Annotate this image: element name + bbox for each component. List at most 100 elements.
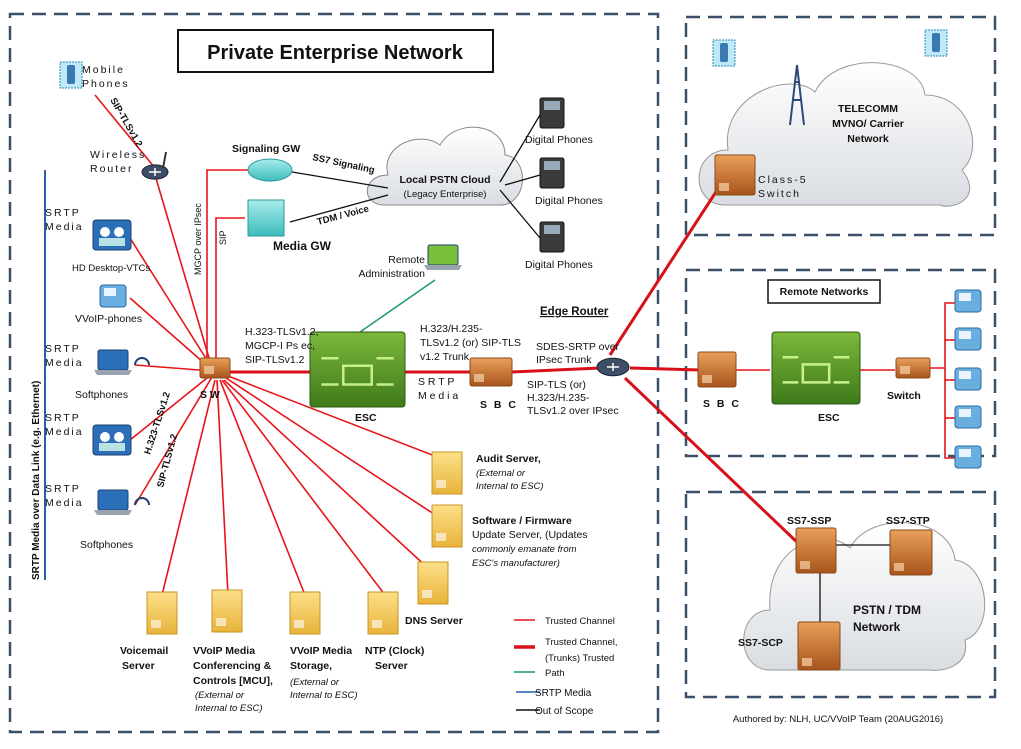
remote-admin-label: Administration [358, 268, 425, 280]
mcu-server-icon [211, 589, 243, 633]
hd-vtc-icon [92, 219, 132, 251]
device-icons [59, 29, 982, 671]
sip-soft-label: SIP-TLSv1.2 [155, 433, 180, 489]
firmware-server-label: Software / Firmware [472, 515, 572, 527]
svg-text:Internal to ESC): Internal to ESC) [195, 703, 263, 714]
svg-text:SRTP: SRTP [45, 412, 81, 424]
remote-admin-label: Remote [388, 254, 425, 266]
remote-switch-label: Switch [887, 390, 921, 402]
pstn-tdm-label: PSTN / TDM [853, 603, 921, 617]
svg-text:(External or: (External or [195, 690, 245, 701]
links [44, 94, 955, 622]
audit-server-note: Internal to ESC) [476, 481, 544, 492]
softphones-label: Softphones [75, 389, 128, 401]
telecomm-label: TELECOMM [838, 103, 898, 115]
esc-label: ESC [355, 412, 377, 424]
svg-text:Media: Media [45, 426, 84, 438]
link-mobile-router [94, 94, 156, 169]
vtc-icon [92, 424, 132, 456]
voicemail-server-icon [146, 591, 178, 635]
legend-item: Out of Scope [535, 706, 594, 717]
media-gw-label: Media GW [273, 239, 332, 253]
svg-text:TLSv1.2 over IPsec: TLSv1.2 over IPsec [527, 405, 619, 417]
ss7-scp-label: SS7-SCP [738, 637, 783, 649]
local-pstn-cloud [366, 126, 523, 206]
svg-text:H.323/H.235-: H.323/H.235- [527, 392, 590, 404]
page-title: Private Enterprise Network [207, 42, 464, 64]
svg-text:SDES-SRTP over: SDES-SRTP over [536, 341, 620, 353]
svg-text:H.323/H.235-: H.323/H.235- [420, 323, 483, 335]
local-pstn-sublabel: (Legacy Enterprise) [404, 189, 487, 200]
class5-label: Switch [758, 188, 801, 200]
ss7-scp-icon [797, 621, 841, 671]
remote-networks-box [767, 279, 881, 304]
svg-text:Media: Media [45, 357, 84, 369]
ntp-server-icon [367, 591, 399, 635]
voicemail-label: Voicemail [120, 645, 168, 657]
remote-admin-laptop-icon [424, 244, 462, 270]
digital-phones-label: Digital Phones [525, 259, 593, 271]
sip-tls-mobile-label: SIP-TLSv1.2 [107, 96, 144, 149]
remote-ip-phone-icon [954, 367, 982, 391]
ntp-label: Server [375, 660, 408, 672]
ntp-label: NTP (Clock) [365, 645, 424, 657]
voicemail-label: Server [122, 660, 155, 672]
ss7-signaling-label: SS7 Signaling [311, 152, 375, 176]
softphone-laptop-icon [94, 489, 132, 515]
digital-phones-label: Digital Phones [535, 195, 603, 207]
class5-switch-icon [714, 154, 756, 196]
storage-server-icon [289, 591, 321, 635]
telecomm-label: Network [847, 133, 889, 145]
svg-text:Conferencing &: Conferencing & [193, 660, 272, 672]
switch-icon [199, 357, 231, 379]
remote-esc-icon [771, 331, 861, 405]
legend-item: Trusted Channel [545, 616, 615, 627]
ss7-stp-icon [889, 529, 933, 576]
title-box [177, 29, 494, 73]
ss7-ssp-icon [795, 527, 837, 574]
local-pstn-label: Local PSTN Cloud [399, 174, 490, 186]
media-gw-icon [247, 199, 285, 237]
vvoip-phones-label: VVoIP-phones [75, 313, 142, 325]
wireless-router-label: Router [90, 163, 134, 175]
svg-text:SRTP: SRTP [45, 483, 81, 495]
mobile-phone-icon [712, 39, 736, 67]
svg-text:Controls [MCU],: Controls [MCU], [193, 675, 273, 687]
sbc-label: S B C [480, 399, 518, 411]
legend-item: Path [545, 668, 565, 679]
remote-ip-phone-icon [954, 289, 982, 313]
digital-phones-label: Digital Phones [525, 134, 593, 146]
digital-phone-icon [539, 221, 565, 253]
legend-item-wrap: (Trunks) Trusted [545, 653, 614, 664]
svg-text:SRTP: SRTP [45, 343, 81, 355]
esc-icon [309, 331, 406, 408]
softphones-label: Softphones [80, 539, 133, 551]
legend: Trusted Channel Trusted Channel, (Trunks… [514, 616, 618, 717]
remote-ip-phone-icon [954, 405, 982, 429]
firmware-server-icon [431, 504, 463, 548]
audit-server-label: Audit Server, [476, 453, 541, 465]
softphone-laptop-icon [94, 349, 132, 375]
svg-text:S R T P: S R T P [418, 376, 454, 388]
edge-router-label: Edge Router [540, 306, 609, 318]
audit-server-note: (External or [476, 468, 526, 479]
svg-text:SIP-TLSv1.2: SIP-TLSv1.2 [245, 354, 305, 366]
dns-server-icon [417, 561, 449, 605]
esc-sbc-label: H.323/H.235-TLSv1.2 (or) SIP-TLSv1.2 Tru… [418, 323, 521, 402]
mobile-phones-label: Mobile [82, 64, 125, 76]
link-router-sw [154, 174, 213, 369]
sw-esc-label: H.323-TLSv1.2,MGCP-I Ps ec,SIP-TLSv1.2 [245, 326, 319, 366]
carrier-boundary [684, 15, 997, 237]
mobile-phone-icon [59, 61, 83, 89]
remote-networks-boundary [684, 268, 997, 458]
vvoip-phone-icon [99, 284, 127, 308]
remote-sbc-icon [697, 351, 737, 388]
firmware-server-note: ESC's manufacturer) [472, 558, 560, 569]
svg-text:SRTP: SRTP [45, 207, 81, 219]
author-credit: Authored by: NLH, UC/VVoIP Team (20AUG20… [733, 714, 943, 725]
pstn-tdm-label: Network [853, 620, 901, 634]
